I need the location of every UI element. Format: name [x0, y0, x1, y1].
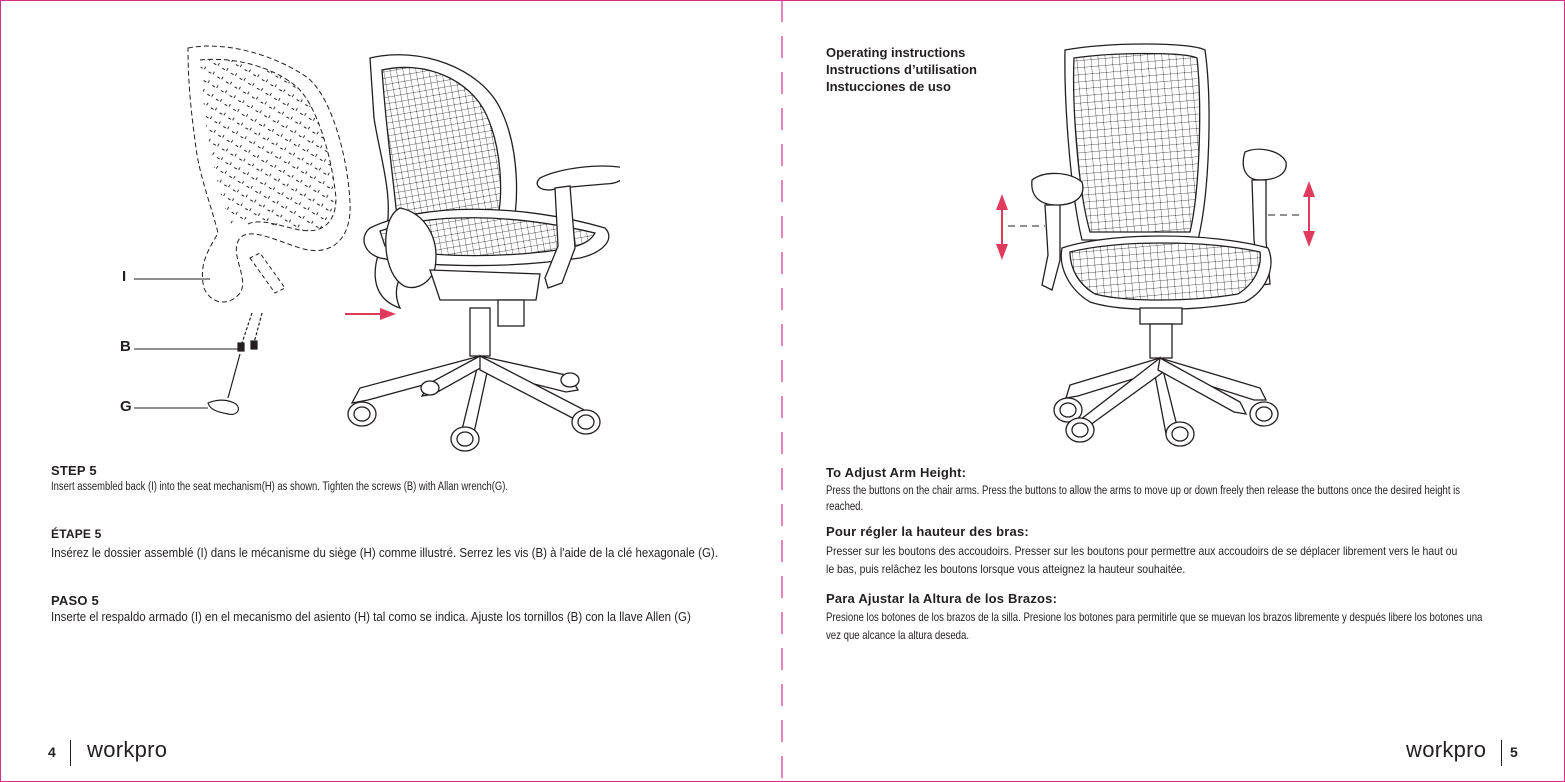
- step-fr-title: ÉTAPE 5: [51, 527, 102, 541]
- step-fr-line: Insérez le dossier assemblé (I) dans le …: [51, 546, 718, 560]
- ops-title-es: Instucciones de uso: [826, 79, 951, 94]
- arm-height-illustration: [996, 43, 1315, 447]
- arm-up-down-arrow-icon: [1303, 181, 1315, 247]
- step-en-title: STEP 5: [51, 463, 97, 478]
- step-en-line: Insert assembled back (I) into the seat …: [51, 481, 509, 493]
- operating-instructions-title: Operating instructions Instructions d’ut…: [826, 44, 977, 95]
- step-en-text: Insert assembled back (I) into the seat …: [51, 479, 751, 495]
- step-es-title: PASO 5: [51, 593, 99, 608]
- section-fr-line-1: Presser sur les boutons des accoudoirs. …: [826, 544, 1458, 558]
- label-i: I: [122, 268, 127, 285]
- section-es-line-2: vez que alcance la altura deseda.: [826, 628, 970, 642]
- section-en-line-2: reached.: [826, 501, 864, 513]
- step-es-text: Inserte el respaldo armado (I) en el mec…: [51, 609, 751, 625]
- section-en-title: To Adjust Arm Height:: [826, 465, 967, 480]
- section-fr-text: Presser sur les boutons des accoudoirs. …: [826, 542, 1546, 578]
- arm-up-down-arrow-icon: [996, 194, 1008, 260]
- ops-title-en: Operating instructions: [826, 45, 966, 60]
- section-fr-line-2: le bas, puis relâchez les boutons lorsqu…: [826, 562, 1186, 576]
- page-number-left: 4: [48, 744, 56, 760]
- section-es-line-1: Presione los botones de los brazos de la…: [826, 610, 1483, 624]
- insert-arrow-icon: [345, 308, 396, 320]
- step-fr-text: Insérez le dossier assemblé (I) dans le …: [51, 545, 751, 561]
- screw-icon: [237, 312, 263, 352]
- section-es-title: Para Ajustar la Altura de los Brazos:: [826, 591, 1058, 606]
- step-es-line: Inserte el respaldo armado (I) en el mec…: [51, 610, 691, 624]
- section-en-text: Press the buttons on the chair arms. Pre…: [826, 483, 1546, 515]
- chair-icon: [347, 54, 620, 452]
- page-number-right: 5: [1510, 744, 1518, 760]
- center-fold-line: [781, 0, 783, 782]
- chair-front-icon: [1031, 43, 1287, 447]
- section-en-line-1: Press the buttons on the chair arms. Pre…: [826, 485, 1461, 497]
- label-g: G: [120, 398, 132, 415]
- brand-logo-right: workpro: [1406, 737, 1487, 762]
- allen-wrench-icon: [207, 353, 241, 415]
- label-b: B: [120, 338, 131, 355]
- footer-divider-right: [1501, 740, 1502, 766]
- section-fr-title: Pour régler la hauteur des bras:: [826, 524, 1029, 539]
- assembly-illustration: [134, 45, 620, 452]
- footer-divider-left: [70, 740, 71, 766]
- brand-logo-left: workpro: [87, 737, 168, 762]
- ops-title-fr: Instructions d’utilisation: [826, 62, 977, 77]
- section-es-text: Presione los botones de los brazos de la…: [826, 608, 1546, 644]
